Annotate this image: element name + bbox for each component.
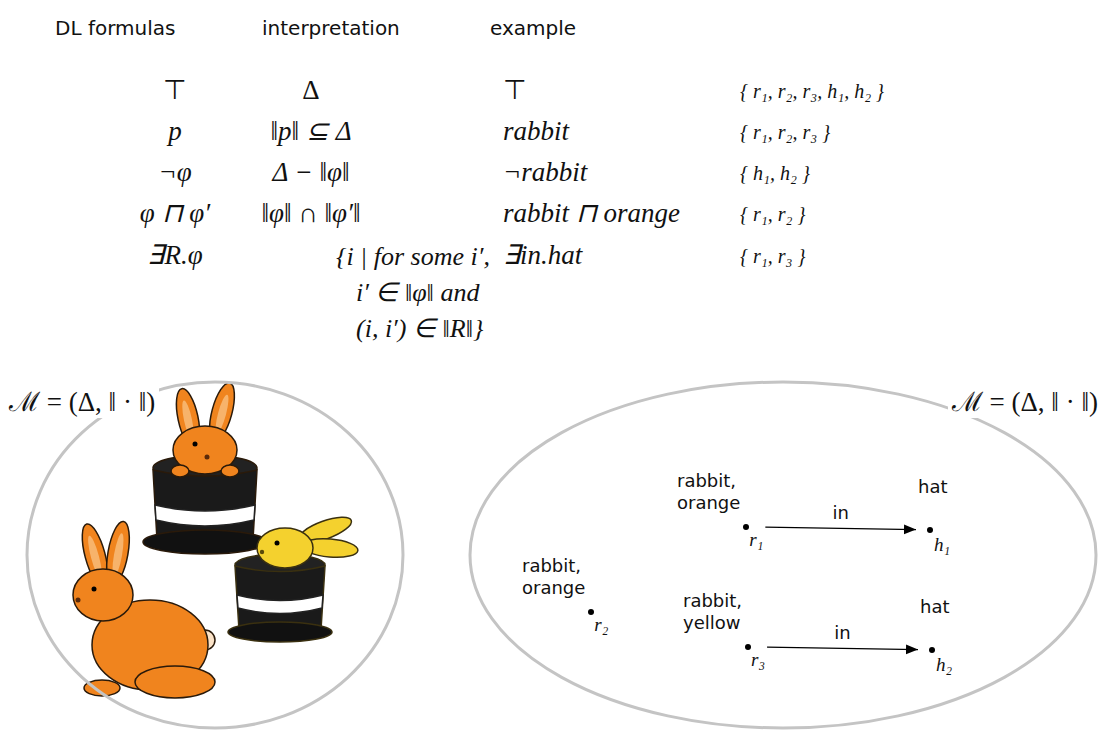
column-header: example	[490, 16, 576, 40]
column-header: interpretation	[262, 16, 400, 40]
individual-name: r₁	[749, 529, 763, 552]
model-region: ℳ = (Δ, ‖ · ‖)	[25, 380, 405, 730]
dl-formula: φ ⊓ φ′	[140, 197, 210, 229]
example-set: { r₁, r₂, r₃, h₁, h₂ }	[740, 79, 884, 103]
concept-label: rabbit, orange	[522, 555, 585, 598]
region-ellipse	[27, 382, 403, 728]
concept-label: hat	[918, 476, 948, 498]
individual-name: h₁	[934, 534, 950, 557]
interpretation-cell: Δ	[302, 74, 319, 106]
individual-point: hat h₂	[920, 596, 952, 676]
concept-label: rabbit, yellow	[683, 590, 742, 633]
role-arrow	[767, 647, 918, 649]
individual-point: hat h₁	[918, 476, 950, 556]
model-label: ℳ = (Δ, ‖ · ‖)	[948, 386, 1102, 418]
example-formula: rabbit ⊓ orange	[503, 197, 680, 229]
region-ellipse	[470, 382, 1096, 728]
individual-dot	[588, 609, 594, 615]
hat-with-orange-rabbit	[143, 380, 267, 554]
dl-formula: p	[168, 115, 182, 147]
individual-dot	[745, 644, 751, 650]
individual-name: r₂	[594, 614, 608, 637]
model-label: ℳ = (Δ, ‖ · ‖)	[5, 386, 159, 418]
interpretation-cell: ‖φ‖ ∩ ‖φ′‖	[261, 197, 360, 229]
role-arrow	[765, 527, 916, 529]
dl-formula: ¬φ	[158, 156, 191, 188]
region-outline	[25, 380, 405, 730]
individual-dot	[929, 647, 935, 653]
dl-formula: ∃R.φ	[147, 239, 202, 271]
interpretation-cell: {i | for some i′, i′ ∈ ‖φ‖ and (i, i′) ∈…	[336, 239, 506, 347]
individual-name: h₂	[936, 654, 952, 677]
concept-label: hat	[920, 596, 950, 618]
individual-dot	[743, 524, 749, 530]
hat-with-yellow-rabbit	[228, 512, 359, 642]
role-label: in	[829, 502, 851, 524]
role-label: in	[831, 622, 853, 644]
individual-point: rabbit, orange r₂	[522, 555, 608, 637]
interpretation-cell: ‖p‖ ⊆ Δ	[270, 115, 351, 147]
concept-label: rabbit, orange	[677, 470, 740, 513]
example-set: { h₁, h₂ }	[740, 161, 810, 185]
individual-point: rabbit, orange r₁	[677, 470, 763, 552]
interpretation-cell: Δ − ‖φ‖	[272, 156, 349, 188]
example-formula: ⊤	[503, 74, 527, 106]
example-formula: rabbit	[503, 115, 569, 147]
sitting-orange-rabbit	[73, 520, 215, 698]
individual-point: rabbit, yellow r₃	[683, 590, 765, 672]
example-set: { r₁, r₂, r₃ }	[740, 120, 830, 144]
model-region: rabbit, oranger₁hath₁rabbit, oranger₂rab…	[468, 380, 1098, 730]
example-formula: ∃in.hat	[503, 239, 582, 271]
dl-formula: ⊤	[163, 74, 187, 106]
example-formula: ¬rabbit	[503, 156, 587, 188]
example-set: { r₁, r₃ }	[740, 244, 805, 268]
individual-dot	[927, 527, 933, 533]
individual-name: r₃	[751, 649, 765, 672]
column-header: DL formulas	[55, 16, 175, 40]
example-set: { r₁, r₂ }	[740, 202, 805, 226]
